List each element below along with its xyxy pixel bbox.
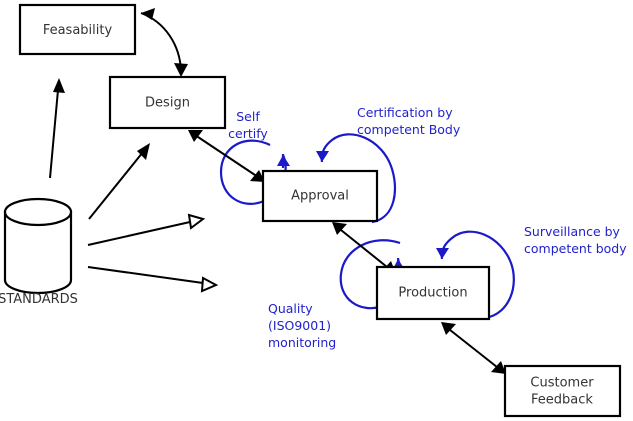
label-certification-competent-body: Certification by competent Body — [357, 105, 461, 137]
label-quality-monitoring: Quality (ISO9001) monitoring — [268, 301, 336, 350]
label-surveillance-line2: competent body — [524, 241, 627, 256]
node-label-feasability: Feasability — [43, 23, 113, 38]
loop-arrow-certification — [316, 133, 397, 224]
node-production[interactable]: Production — [375, 265, 491, 321]
connector-standards-feasability — [49, 78, 65, 179]
node-design[interactable]: Design — [108, 75, 227, 130]
connector-feasability-design — [140, 8, 188, 77]
label-self-certify: Self certify — [228, 109, 268, 141]
connector-design-approval — [188, 130, 265, 182]
label-quality-line1: Quality — [268, 301, 313, 316]
label-self-certify-line1: Self — [236, 109, 260, 124]
label-quality-line2: (ISO9001) — [268, 318, 331, 333]
label-certification-line2: competent Body — [357, 122, 461, 137]
label-self-certify-line2: certify — [228, 126, 268, 141]
node-feasability[interactable]: Feasability — [18, 3, 137, 56]
node-label-customer-feedback-line1: Customer — [530, 376, 594, 391]
node-label-standards: STANDARDS — [0, 292, 78, 307]
node-customer-feedback[interactable]: Customer Feedback — [503, 364, 622, 418]
connector-production-customer-feedback — [441, 322, 506, 374]
connector-standards-production — [87, 266, 219, 293]
node-label-design: Design — [145, 96, 190, 111]
node-label-customer-feedback-line2: Feedback — [531, 393, 593, 408]
node-label-production: Production — [398, 286, 467, 301]
label-surveillance-line1: Surveillance by — [524, 224, 621, 239]
node-standards[interactable]: STANDARDS — [0, 197, 78, 307]
loop-arrow-surveillance — [436, 230, 515, 320]
connector-standards-design — [88, 143, 150, 220]
label-quality-line3: monitoring — [268, 335, 336, 350]
label-surveillance-competent-body: Surveillance by competent body — [524, 224, 627, 256]
connector-standards-approval — [87, 213, 206, 246]
node-label-approval: Approval — [291, 189, 349, 204]
node-approval[interactable]: Approval — [261, 169, 379, 223]
label-certification-line1: Certification by — [357, 105, 453, 120]
